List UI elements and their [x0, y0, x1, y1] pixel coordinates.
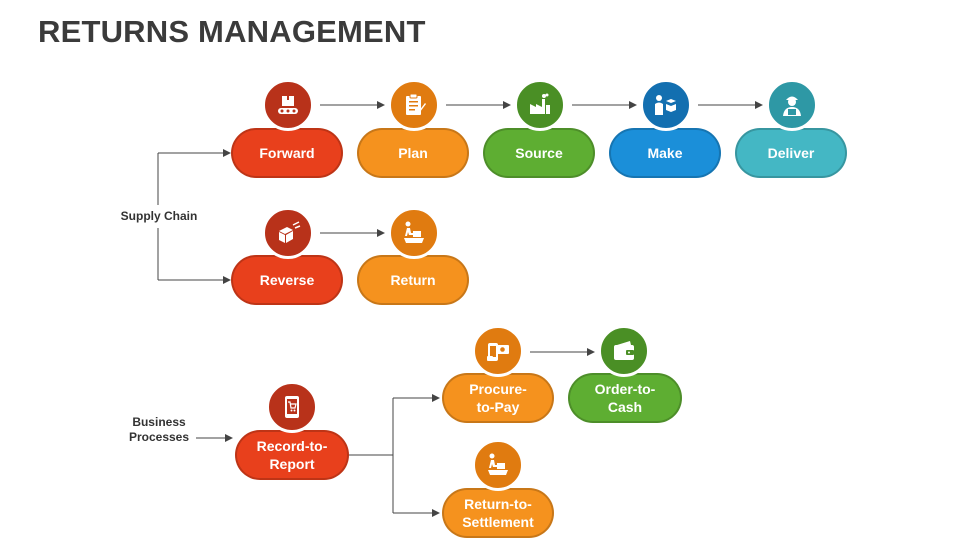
business-processes-label: Business Processes — [120, 415, 198, 445]
conveyor-box-icon — [262, 79, 314, 131]
node-procure-to-pay: Procure- to-Pay — [442, 373, 554, 423]
node-order-to-cash: Order-to- Cash — [568, 373, 682, 423]
node-make-label: Make — [647, 145, 683, 161]
node-procure-to-pay-line1: Procure- — [469, 381, 527, 397]
cart-return-icon — [472, 439, 524, 491]
wallet-icon — [598, 325, 650, 377]
node-source-label: Source — [515, 145, 563, 161]
node-order-to-cash-line2: Cash — [607, 399, 643, 415]
node-return-to-settlement-line1: Return-to- — [464, 496, 532, 512]
supply-chain-label: Supply Chain — [120, 209, 198, 223]
node-reverse-label: Reverse — [259, 272, 315, 288]
node-return-label: Return — [390, 272, 436, 288]
business-processes-line2: Processes — [128, 430, 190, 444]
node-reverse: Reverse — [231, 255, 343, 305]
mobile-payment-icon — [472, 325, 524, 377]
node-return-to-settlement: Return-to- Settlement — [442, 488, 554, 538]
worker-boxes-icon — [640, 79, 692, 131]
box-return-icon — [262, 207, 314, 259]
page-title: RETURNS MANAGEMENT — [38, 14, 426, 49]
node-record-to-report-line1: Record-to- — [256, 438, 328, 454]
node-make: Make — [609, 128, 721, 178]
clipboard-icon — [388, 79, 440, 131]
delivery-person-icon — [766, 79, 818, 131]
node-return-to-settlement-line2: Settlement — [462, 514, 534, 530]
node-plan-label: Plan — [398, 145, 428, 161]
node-record-to-report-line2: Report — [269, 456, 315, 472]
business-processes-line1: Business — [132, 415, 186, 429]
node-deliver-label: Deliver — [767, 145, 815, 161]
node-return: Return — [357, 255, 469, 305]
node-plan: Plan — [357, 128, 469, 178]
node-forward-label: Forward — [259, 145, 315, 161]
factory-icon — [514, 79, 566, 131]
node-forward: Forward — [231, 128, 343, 178]
node-procure-to-pay-line2: to-Pay — [476, 399, 520, 415]
node-source: Source — [483, 128, 595, 178]
cart-return-icon — [388, 207, 440, 259]
node-record-to-report: Record-to- Report — [235, 430, 349, 480]
node-order-to-cash-line1: Order-to- — [594, 381, 656, 397]
shopping-cart-device-icon — [266, 381, 318, 433]
node-deliver: Deliver — [735, 128, 847, 178]
